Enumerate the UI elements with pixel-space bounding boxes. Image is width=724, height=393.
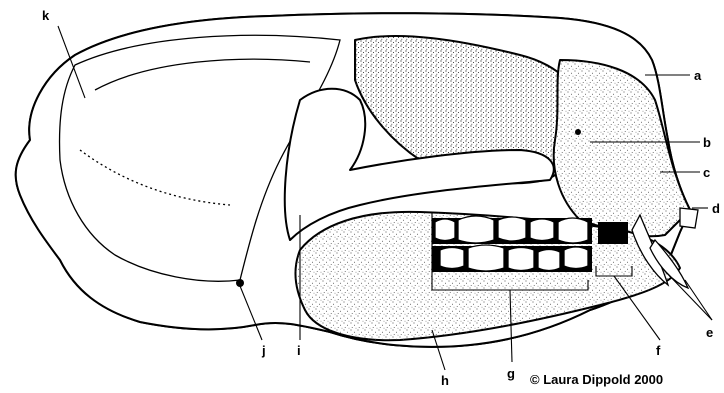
label-i: i bbox=[297, 343, 301, 358]
label-g: g bbox=[507, 366, 515, 381]
lower-teeth bbox=[432, 245, 592, 272]
label-a: a bbox=[694, 68, 702, 83]
label-h: h bbox=[441, 373, 449, 388]
label-f: f bbox=[656, 343, 661, 358]
credit-text: © Laura Dippold 2000 bbox=[530, 372, 663, 387]
label-b: b bbox=[703, 135, 711, 150]
label-c: c bbox=[703, 165, 710, 180]
label-k: k bbox=[42, 8, 50, 23]
upper-teeth bbox=[432, 216, 592, 244]
incisors bbox=[680, 208, 698, 228]
label-d: d bbox=[712, 201, 720, 216]
diastema-gap bbox=[598, 222, 628, 244]
label-e: e bbox=[706, 325, 713, 340]
lacrimal-spot bbox=[575, 129, 581, 135]
leader-e1 bbox=[664, 270, 712, 320]
foramen bbox=[236, 279, 244, 287]
leader-e2 bbox=[685, 280, 712, 320]
label-j: j bbox=[261, 343, 266, 358]
